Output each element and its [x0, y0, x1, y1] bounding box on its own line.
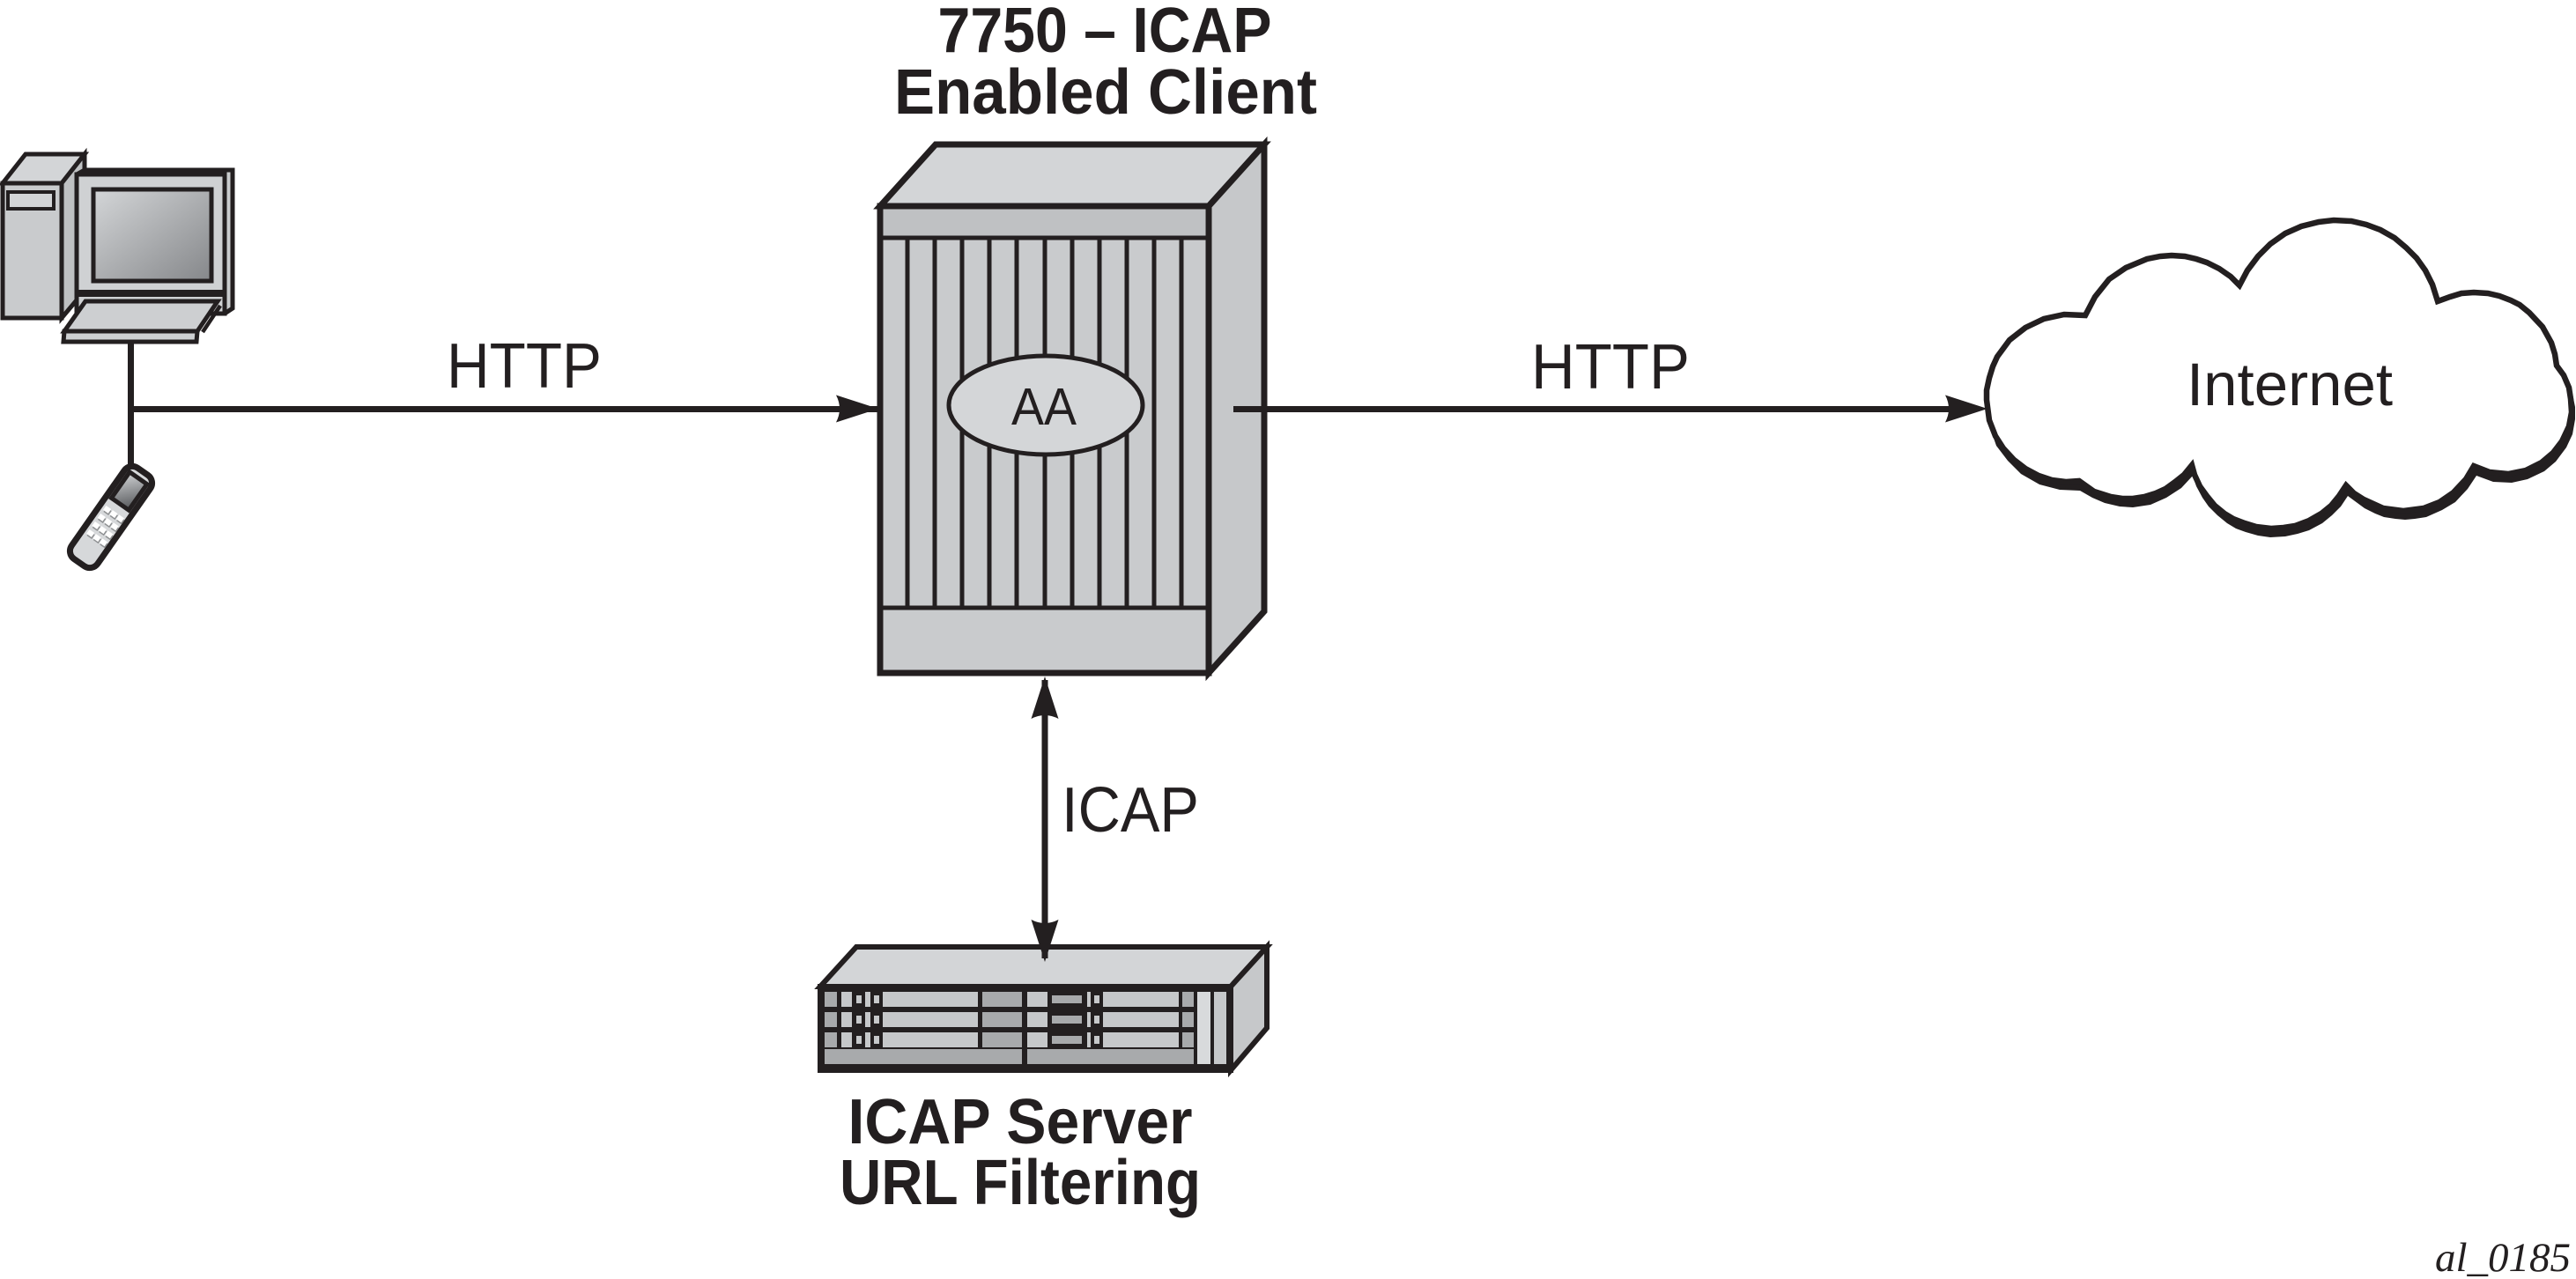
- svg-text:ICAP: ICAP: [1062, 774, 1199, 846]
- svg-text:ICAP Server: ICAP Server: [848, 1086, 1193, 1157]
- svg-text:Internet: Internet: [2187, 351, 2393, 418]
- svg-text:HTTP: HTTP: [1531, 331, 1690, 403]
- svg-text:HTTP: HTTP: [447, 330, 602, 402]
- svg-text:AA: AA: [1011, 377, 1077, 436]
- svg-text:Enabled Client: Enabled Client: [894, 56, 1317, 128]
- svg-text:al_0185: al_0185: [2435, 1235, 2571, 1279]
- svg-text:7750 – ICAP: 7750 – ICAP: [938, 0, 1272, 66]
- svg-text:URL Filtering: URL Filtering: [840, 1147, 1201, 1218]
